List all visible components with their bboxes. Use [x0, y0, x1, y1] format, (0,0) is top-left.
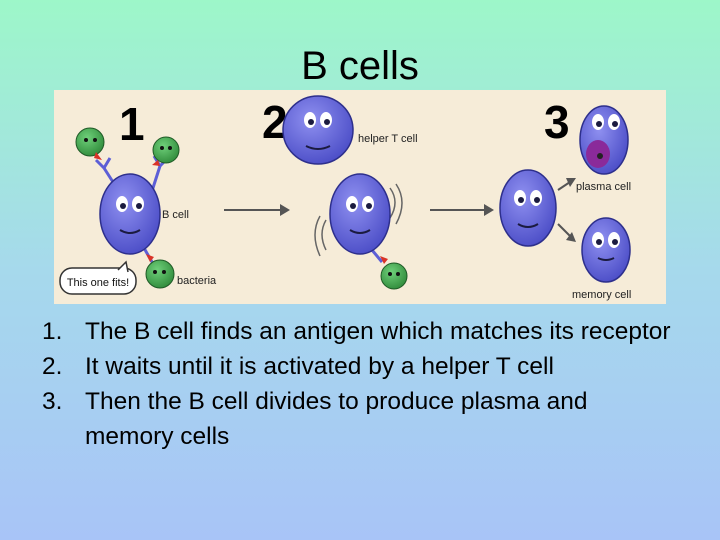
bacteria-icon [145, 254, 175, 289]
step-text: The B cell finds an antigen which matche… [85, 318, 671, 345]
bacteria-icon [152, 136, 180, 166]
arrow-right-icon [224, 204, 290, 216]
step-item: 1. The B cell finds an antigen which mat… [42, 314, 682, 349]
label-helper-t-cell: helper T cell [358, 133, 418, 145]
label-b-cell: B cell [162, 209, 189, 221]
arrow-down-right-icon [557, 223, 576, 242]
step-number: 1. [42, 318, 63, 345]
memory-cell [581, 217, 631, 283]
step-text: Then the B cell divides to produce plasm… [85, 388, 588, 450]
step-number-3: 3 [544, 96, 570, 148]
label-plasma-cell: plasma cell [576, 181, 631, 193]
slide-title: B cells [0, 44, 720, 89]
plasma-cell [579, 105, 629, 175]
b-cell-stage3 [499, 169, 557, 247]
arrow-up-right-icon [557, 178, 576, 191]
step-number: 3. [42, 388, 63, 415]
b-cell-diagram: 1 2 3 [54, 90, 666, 304]
speech-text: This one fits! [67, 277, 129, 289]
b-cell-stage2 [314, 173, 403, 263]
step-text: It waits until it is activated by a help… [85, 353, 554, 380]
bacteria-icon [380, 256, 408, 290]
step-item: 3. Then the B cell divides to produce pl… [42, 384, 682, 454]
label-bacteria: bacteria [177, 275, 217, 287]
step-number-1: 1 [119, 98, 145, 150]
arrow-right-icon [430, 204, 494, 216]
b-cell-diagram-svg: 1 2 3 [54, 90, 666, 304]
steps-list: 1. The B cell finds an antigen which mat… [42, 314, 682, 454]
slide-title-text: B cells [301, 44, 419, 88]
bacteria-icon [75, 127, 105, 160]
helper-t-cell [282, 95, 354, 165]
step-number: 2. [42, 353, 63, 380]
label-memory-cell: memory cell [572, 289, 631, 301]
step-item: 2. It waits until it is activated by a h… [42, 349, 682, 384]
speech-bubble: This one fits! [59, 260, 137, 295]
